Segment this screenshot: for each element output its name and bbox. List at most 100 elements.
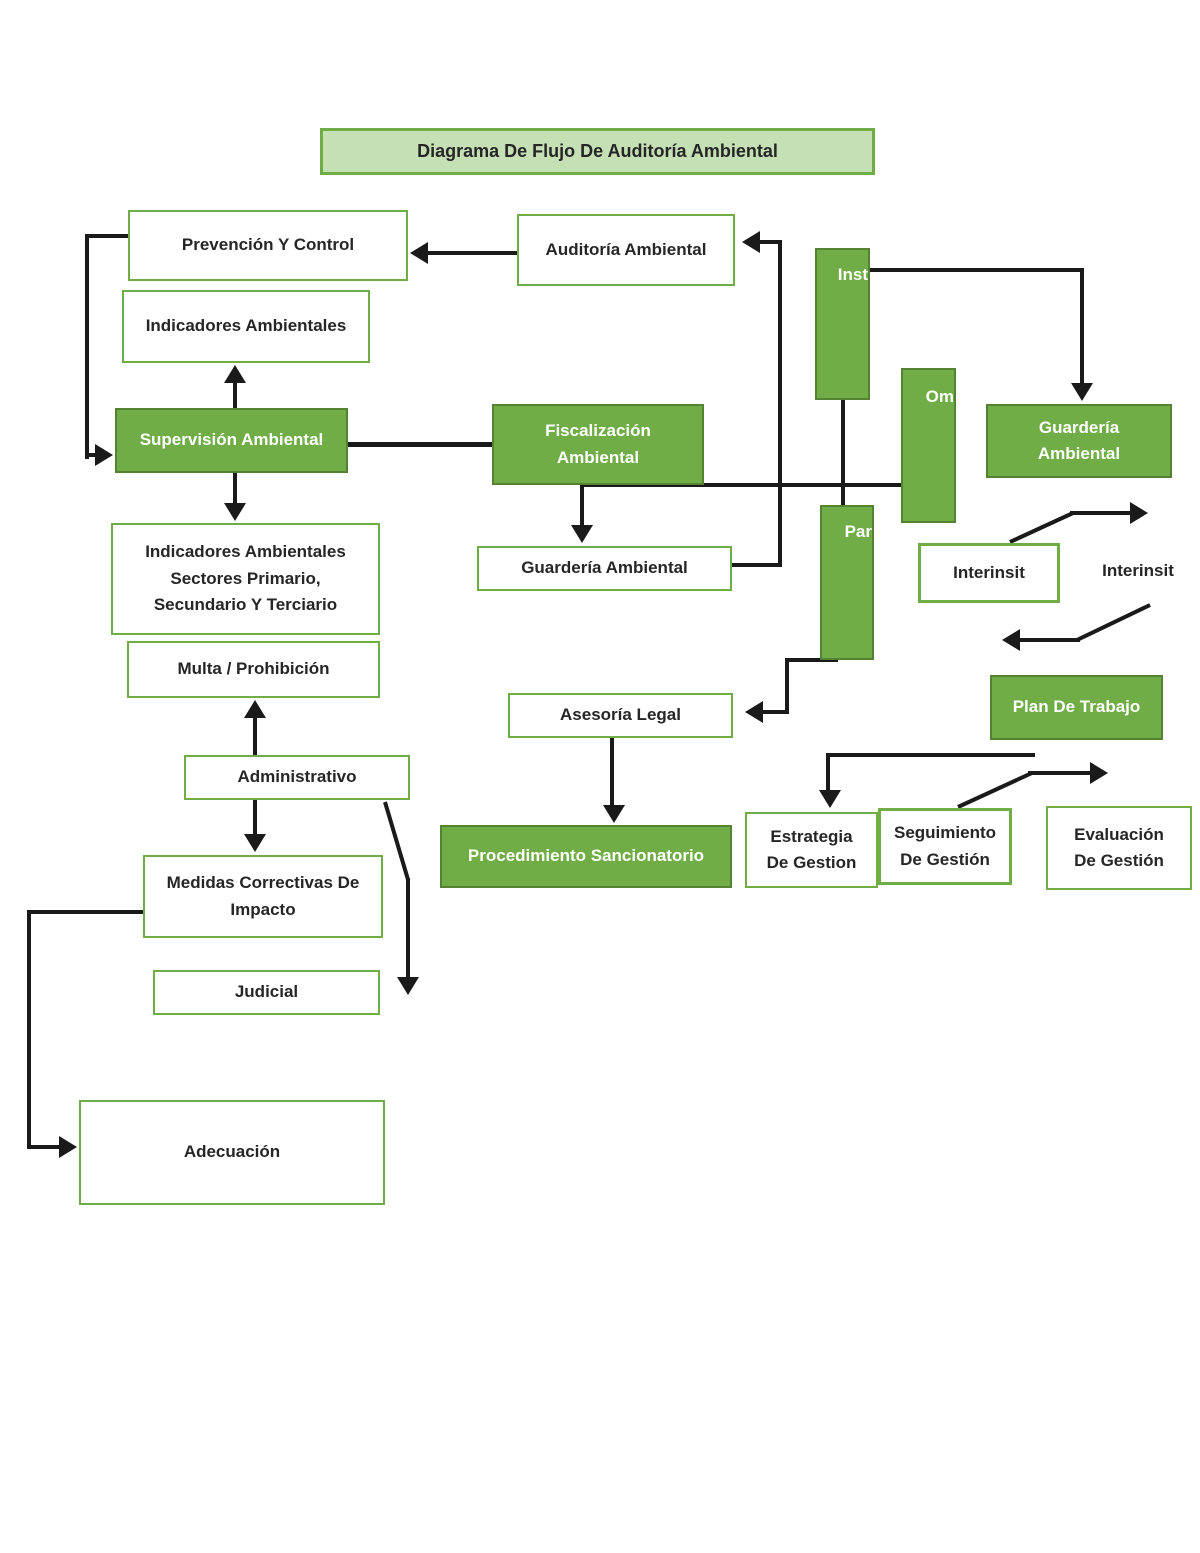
node-seguimiento-de-gestion-label: Seguimiento De Gestión	[893, 823, 996, 869]
connector-medidas-to-adecuacion-top	[29, 910, 143, 914]
connector-inst-to-guarderia-vertical	[1080, 268, 1084, 385]
node-estrategia-de-gestion: Estrategia De Gestion	[745, 812, 878, 888]
connector-medidas-to-adecuacion-vertical	[27, 910, 31, 1149]
connector-seguimiento-diagonal	[957, 770, 1034, 809]
node-multa-prohibicion: Multa / Prohibición	[127, 641, 380, 698]
node-asesoria-legal-label: Asesoría Legal	[560, 705, 681, 725]
node-evaluacion-de-gestion-label: Evaluación De Gestión	[1074, 824, 1164, 870]
node-administrativo-label: Administrativo	[237, 767, 357, 787]
connector-return-horizontal	[1018, 638, 1080, 642]
connector-guarderia-to-auditoria-bottom	[732, 563, 782, 567]
connector-plan-to-estrategia-horizontal	[826, 753, 1035, 757]
diagram-title-label: Diagrama De Flujo De Auditoría Ambiental	[417, 140, 778, 161]
node-fiscalizacion-ambiental: Fiscalización Ambiental	[492, 404, 704, 485]
connector-administrativo-to-multa	[253, 715, 257, 755]
node-sectores: Indicadores Ambientales Sectores Primari…	[111, 523, 380, 635]
arrowhead-into-guarderia-filled	[1071, 383, 1093, 401]
node-medidas-correctivas-label: Medidas Correctivas De Impacto	[166, 873, 360, 919]
diagram-title: Diagrama De Flujo De Auditoría Ambiental	[320, 128, 875, 175]
arrowhead-into-guarderia-outline	[571, 525, 593, 543]
connector-plan-to-estrategia-vertical	[826, 753, 830, 792]
node-estrategia-de-gestion-label: Estrategia De Gestion	[766, 826, 857, 872]
arrowhead-interinsit-up	[1130, 502, 1148, 524]
arrowhead-into-auditoria	[742, 231, 760, 253]
node-interinsit-box-label: Interinsit	[953, 562, 1025, 582]
node-guarderia-ambiental-outline-label: Guardería Ambiental	[521, 558, 688, 578]
node-guarderia-ambiental-filled-label: Guardería Ambiental	[1037, 417, 1121, 463]
connector-supervision-to-indicadores	[233, 380, 237, 408]
node-adecuacion: Adecuación	[79, 1100, 385, 1205]
node-par-label: Par	[844, 522, 872, 541]
node-seguimiento-de-gestion: Seguimiento De Gestión	[878, 808, 1012, 885]
node-plan-de-trabajo-label: Plan De Trabajo	[1012, 697, 1141, 717]
connector-supervision-to-sectores	[233, 473, 237, 506]
node-administrativo: Administrativo	[184, 755, 410, 800]
node-judicial: Judicial	[153, 970, 380, 1015]
connector-par-to-asesoria-vertical	[785, 658, 789, 714]
arrowhead-into-sectores	[224, 503, 246, 521]
connector-asesoria-to-procedimiento	[610, 738, 614, 807]
connector-seguimiento-horizontal	[1028, 771, 1092, 775]
arrowhead-into-indicadores	[224, 365, 246, 383]
connector-administrativo-diagonal	[383, 801, 411, 882]
node-guarderia-ambiental-filled: Guardería Ambiental	[986, 404, 1172, 478]
connector-par-to-asesoria-top	[785, 658, 838, 662]
node-plan-de-trabajo: Plan De Trabajo	[990, 675, 1163, 740]
node-auditoria-ambiental-label: Auditoría Ambiental	[545, 239, 707, 259]
node-fiscalizacion-ambiental-label: Fiscalización Ambiental	[545, 421, 651, 467]
arrowhead-into-supervision	[95, 444, 113, 466]
node-prevencion-y-control-label: Prevención Y Control	[181, 235, 355, 255]
node-evaluacion-de-gestion: Evaluación De Gestión	[1046, 806, 1192, 890]
node-medidas-correctivas: Medidas Correctivas De Impacto	[143, 855, 383, 938]
node-indicadores-ambientales-label: Indicadores Ambientales	[145, 316, 347, 336]
connector-administrativo-diagonal-vertical	[406, 878, 410, 977]
connector-supervision-to-fiscalizacion	[348, 442, 492, 447]
connector-guarderia-to-auditoria-top	[758, 240, 782, 244]
node-asesoria-legal: Asesoría Legal	[508, 693, 733, 738]
node-om: Om	[901, 368, 956, 523]
arrowhead-administrativo-diagonal	[397, 977, 419, 995]
connector-inst-to-par	[841, 400, 845, 506]
arrowhead-into-multa	[244, 700, 266, 718]
node-adecuacion-label: Adecuación	[183, 1142, 281, 1162]
node-sectores-label: Indicadores Ambientales Sectores Primari…	[145, 542, 346, 615]
node-supervision-ambiental: Supervisión Ambiental	[115, 408, 348, 473]
arrowhead-into-prevencion	[410, 242, 428, 264]
node-procedimiento-sancionatorio-label: Procedimiento Sancionatorio	[467, 846, 705, 866]
connector-interinsit-up-diagonal	[1009, 510, 1075, 544]
node-interinsit-text-label: Interinsit	[1102, 560, 1174, 580]
node-institucional: Inst	[815, 248, 870, 400]
node-supervision-ambiental-label: Supervisión Ambiental	[139, 430, 324, 450]
node-guarderia-ambiental-outline: Guardería Ambiental	[477, 546, 732, 591]
arrowhead-into-adecuacion	[59, 1136, 77, 1158]
connector-par-to-asesoria-bottom	[761, 710, 789, 714]
arrowhead-return-left	[1002, 629, 1020, 651]
connector-inst-to-guarderia-horizontal	[870, 268, 1084, 272]
arrowhead-seguimiento-right	[1090, 762, 1108, 784]
node-procedimiento-sancionatorio: Procedimiento Sancionatorio	[440, 825, 732, 888]
arrowhead-into-medidas	[244, 834, 266, 852]
node-interinsit-text: Interinsit	[1093, 558, 1183, 584]
connector-fiscalizacion-to-guarderia	[580, 484, 584, 527]
arrowhead-into-asesoria	[745, 701, 763, 723]
connector-administrativo-to-medidas	[253, 800, 257, 836]
connector-interinsit-up-horizontal	[1070, 511, 1132, 515]
node-par: Par	[820, 505, 874, 660]
connector-auditoria-to-prevencion	[426, 251, 517, 255]
node-judicial-label: Judicial	[234, 982, 299, 1002]
connector-fiscalizacion-to-om	[582, 483, 901, 487]
node-om-label: Om	[925, 387, 954, 406]
arrowhead-into-estrategia	[819, 790, 841, 808]
connector-prevencion-to-supervision-bottom	[85, 453, 97, 457]
connector-return-diagonal	[1076, 603, 1151, 642]
connector-guarderia-to-auditoria-vertical	[778, 240, 782, 567]
connector-medidas-to-adecuacion-bottom	[27, 1145, 61, 1149]
connector-prevencion-to-supervision-top	[85, 234, 128, 238]
node-institucional-label: Inst	[837, 265, 868, 284]
node-multa-prohibicion-label: Multa / Prohibición	[177, 659, 330, 679]
arrowhead-into-procedimiento	[603, 805, 625, 823]
node-indicadores-ambientales: Indicadores Ambientales	[122, 290, 370, 363]
node-interinsit-box: Interinsit	[918, 543, 1060, 603]
node-prevencion-y-control: Prevención Y Control	[128, 210, 408, 281]
